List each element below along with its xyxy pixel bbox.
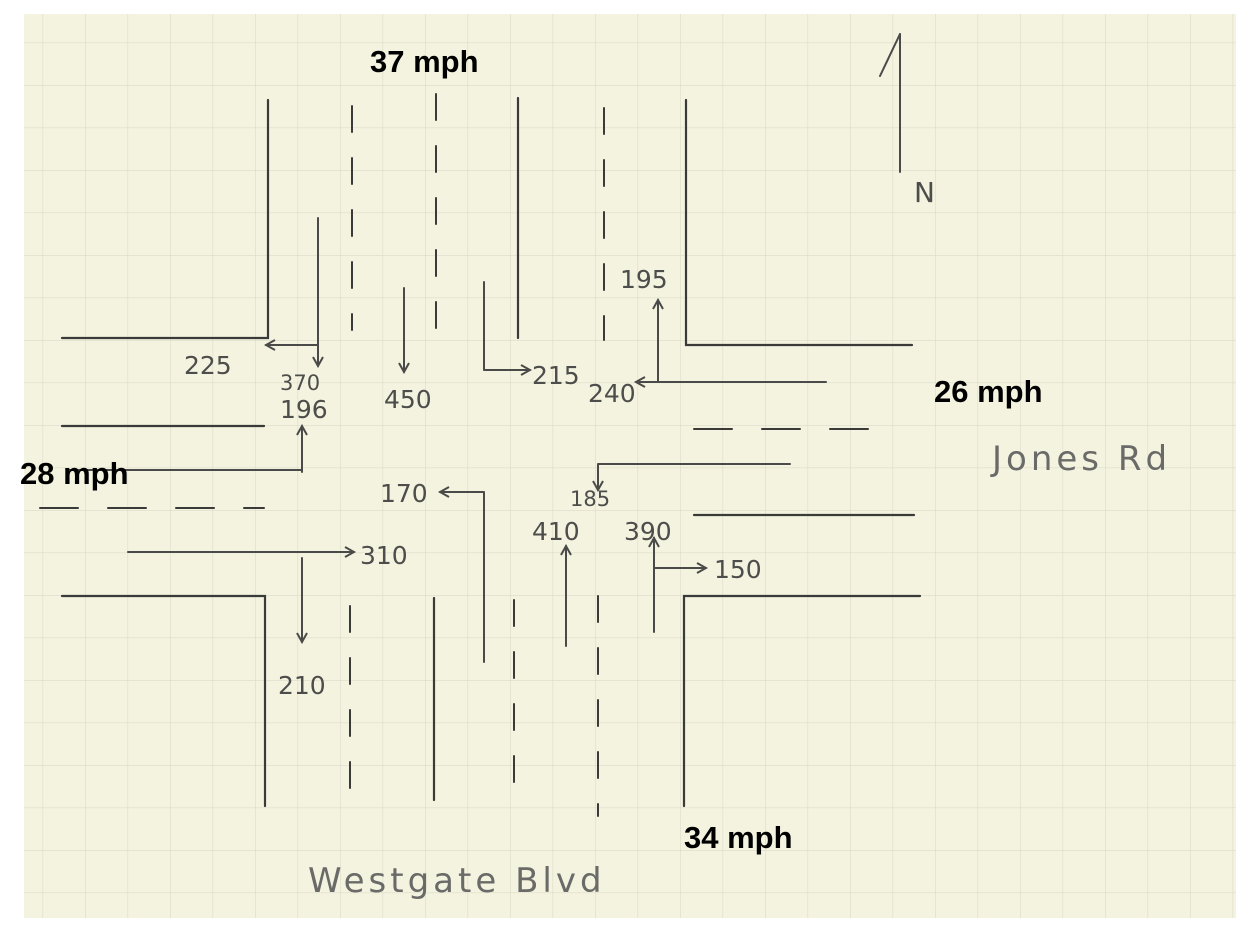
speed-north: 37 mph xyxy=(370,44,479,79)
speed-west: 28 mph xyxy=(20,456,129,491)
north-west-curb xyxy=(60,98,270,340)
south-west-curb xyxy=(60,594,267,808)
volume-nb-thru: 410 xyxy=(532,517,580,546)
volume-eb-left: 170 xyxy=(380,479,428,508)
volume-nb-right-lane: 390 xyxy=(624,517,672,546)
lane-lines xyxy=(39,93,895,817)
north-east-curb xyxy=(684,98,914,347)
north-arrow-head xyxy=(879,33,901,77)
volume-nb-left-to-west: 196 xyxy=(280,395,328,424)
speed-south: 34 mph xyxy=(684,820,793,855)
volume-eb-right: 210 xyxy=(278,671,326,700)
volume-wb-left: 185 xyxy=(570,487,610,511)
volume-sb-left: 370 xyxy=(280,371,320,395)
volume-sb-left-out: 215 xyxy=(532,361,580,390)
speed-labels: 37 mph 26 mph 28 mph 34 mph xyxy=(20,44,1043,855)
arrow-sb-left xyxy=(483,281,530,370)
north-label: N xyxy=(914,176,935,209)
volume-sb-thru: 450 xyxy=(384,385,432,414)
arrow-wb-left xyxy=(598,463,791,490)
street-names: Jones Rd Westgate Blvd xyxy=(308,439,1171,901)
volume-eb-thru: 310 xyxy=(360,541,408,570)
north-arrow: N xyxy=(879,33,935,209)
volume-wb-thru: 240 xyxy=(588,379,636,408)
street-north-south: Westgate Blvd xyxy=(308,861,606,901)
volume-sb-right: 225 xyxy=(184,351,232,380)
street-east-west: Jones Rd xyxy=(990,439,1171,479)
volume-wb-right: 195 xyxy=(620,265,668,294)
graph-paper xyxy=(24,14,1236,918)
speed-east: 26 mph xyxy=(934,374,1043,409)
road-edges xyxy=(60,96,922,808)
volume-labels: 225 370 450 196 215 195 240 170 185 410 … xyxy=(184,265,762,700)
movement-arrows xyxy=(67,217,827,663)
arrow-eb-left xyxy=(440,492,485,663)
volume-nb-right: 150 xyxy=(714,555,762,584)
south-east-curb xyxy=(682,594,922,808)
